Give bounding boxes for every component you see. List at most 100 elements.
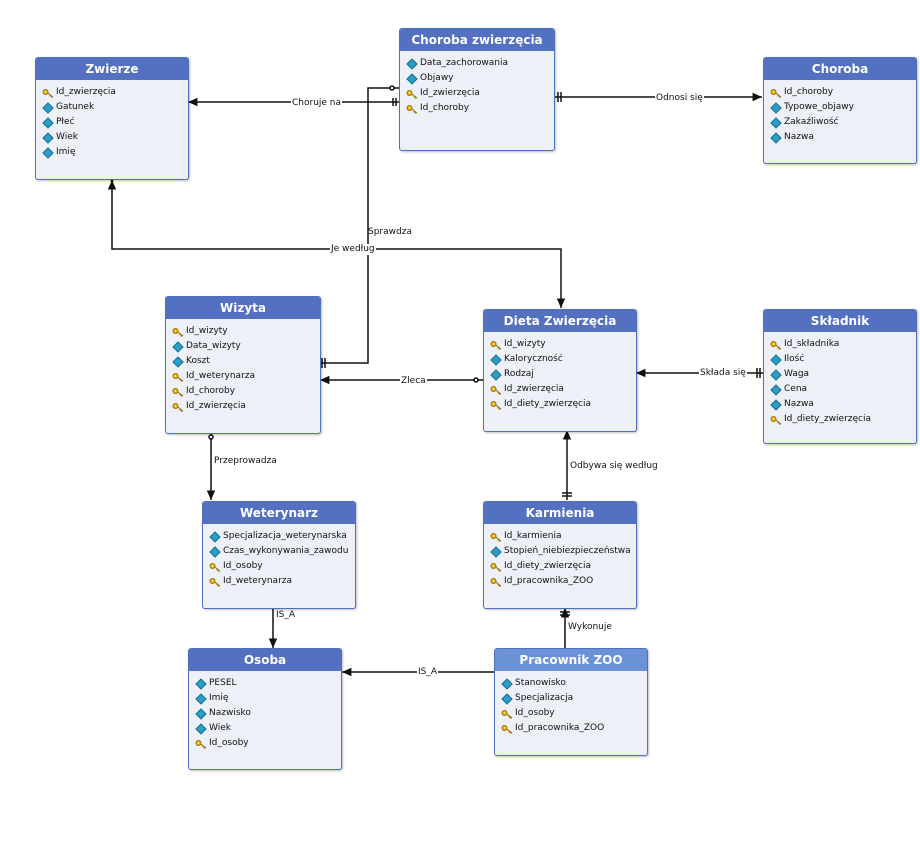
attribute-name: Id_osoby <box>209 738 249 748</box>
key-icon <box>770 415 784 425</box>
attribute-name: Id_diety_zwierzęcia <box>504 561 592 571</box>
key-icon <box>490 532 504 542</box>
entity-title: Dieta Zwierzęcia <box>484 310 636 332</box>
diamond-icon <box>42 116 56 129</box>
odnosi-sie-label: Odnosi się <box>655 93 704 104</box>
attribute-row[interactable]: Rodzaj <box>490 367 636 382</box>
attribute-name: Koszt <box>186 356 210 366</box>
key-icon <box>490 577 504 587</box>
attribute-row[interactable]: Data_zachorowania <box>406 56 554 71</box>
attribute-name: Czas_wykonywania_zawodu <box>223 546 349 556</box>
diamond-icon <box>209 545 223 558</box>
attribute-row[interactable]: PESEL <box>195 676 341 691</box>
attribute-row[interactable]: Zakaźliwość <box>770 115 916 130</box>
attribute-row[interactable]: Imię <box>42 145 188 160</box>
attribute-row[interactable]: Wiek <box>42 130 188 145</box>
attribute-row[interactable]: Specjalizacja <box>501 691 647 706</box>
attribute-row[interactable]: Koszt <box>172 354 320 369</box>
attribute-row[interactable]: Typowe_objawy <box>770 100 916 115</box>
attribute-row[interactable]: Id_pracownika_ZOO <box>490 574 636 589</box>
attribute-row[interactable]: Kaloryczność <box>490 352 636 367</box>
attribute-row[interactable]: Id_wizyty <box>490 337 636 352</box>
attribute-name: Id_diety_zwierzęcia <box>784 414 872 424</box>
attribute-row[interactable]: Id_zwierzęcia <box>172 399 320 414</box>
attribute-row[interactable]: Stopień_niebiezpieczeństwa <box>490 544 636 559</box>
attribute-name: Id_zwierzęcia <box>504 384 564 394</box>
attribute-row[interactable]: Id_osoby <box>209 559 355 574</box>
key-icon <box>490 400 504 410</box>
attribute-row[interactable]: Id_weterynarza <box>172 369 320 384</box>
attribute-name: Stopień_niebiezpieczeństwa <box>504 546 631 556</box>
attribute-row[interactable]: Id_choroby <box>770 85 916 100</box>
diamond-icon <box>501 677 515 690</box>
diamond-icon <box>406 72 420 85</box>
attribute-row[interactable]: Id_składnika <box>770 337 916 352</box>
diamond-icon <box>770 398 784 411</box>
odbywa-sie-wedlug-label: Odbywa się według <box>570 461 658 471</box>
attribute-name: Id_pracownika_ZOO <box>515 723 605 733</box>
attribute-row[interactable]: Nazwa <box>770 130 916 145</box>
attribute-row[interactable]: Id_weterynarza <box>209 574 355 589</box>
attribute-row[interactable]: Specjalizacja_weterynarska <box>209 529 355 544</box>
attribute-name: Id_pracownika_ZOO <box>504 576 594 586</box>
attribute-row[interactable]: Czas_wykonywania_zawodu <box>209 544 355 559</box>
attribute-row[interactable]: Id_choroby <box>172 384 320 399</box>
attribute-name: Typowe_objawy <box>784 102 854 112</box>
key-icon <box>195 739 209 749</box>
przeprowadza-label: Przeprowadza <box>214 456 277 466</box>
attribute-row[interactable]: Id_diety_zwierzęcia <box>770 412 916 427</box>
diamond-icon <box>42 131 56 144</box>
attribute-row[interactable]: Nazwa <box>770 397 916 412</box>
wykonuje-label: Wykonuje <box>568 622 612 632</box>
attribute-name: Objawy <box>420 73 454 83</box>
key-icon <box>209 577 223 587</box>
attribute-row[interactable]: Cena <box>770 382 916 397</box>
diamond-icon <box>770 368 784 381</box>
attribute-name: Id_osoby <box>223 561 263 571</box>
attribute-row[interactable]: Płeć <box>42 115 188 130</box>
is-a-weterynarz-label: IS_A <box>276 610 296 620</box>
attribute-row[interactable]: Id_zwierzęcia <box>406 86 554 101</box>
attribute-row[interactable]: Id_pracownika_ZOO <box>501 721 647 736</box>
attribute-row[interactable]: Id_diety_zwierzęcia <box>490 397 636 412</box>
attribute-row[interactable]: Id_zwierzęcia <box>42 85 188 100</box>
attribute-row[interactable]: Id_osoby <box>195 736 341 751</box>
key-icon <box>490 562 504 572</box>
attribute-row[interactable]: Id_wizyty <box>172 324 320 339</box>
attribute-row[interactable]: Gatunek <box>42 100 188 115</box>
attribute-row[interactable]: Data_wizyty <box>172 339 320 354</box>
attribute-row[interactable]: Wiek <box>195 721 341 736</box>
attribute-row[interactable]: Id_osoby <box>501 706 647 721</box>
attribute-name: Id_zwierzęcia <box>186 401 246 411</box>
attribute-row[interactable]: Id_choroby <box>406 101 554 116</box>
attribute-row[interactable]: Imię <box>195 691 341 706</box>
choruje-na-label: Choruje na <box>291 98 343 109</box>
attribute-name: Id_osoby <box>515 708 555 718</box>
diamond-icon <box>490 368 504 381</box>
attribute-row[interactable]: Id_diety_zwierzęcia <box>490 559 636 574</box>
attribute-row[interactable]: Id_karmienia <box>490 529 636 544</box>
attribute-row[interactable]: Stanowisko <box>501 676 647 691</box>
attribute-row[interactable]: Nazwisko <box>195 706 341 721</box>
attribute-name: Id_zwierzęcia <box>420 88 480 98</box>
attribute-name: Imię <box>209 693 229 703</box>
attribute-row[interactable]: Ilość <box>770 352 916 367</box>
entity-title: Pracownik ZOO <box>495 649 647 671</box>
attribute-row[interactable]: Objawy <box>406 71 554 86</box>
attribute-row[interactable]: Id_zwierzęcia <box>490 382 636 397</box>
attribute-name: PESEL <box>209 678 237 688</box>
diamond-icon <box>770 116 784 129</box>
attribute-row[interactable]: Waga <box>770 367 916 382</box>
